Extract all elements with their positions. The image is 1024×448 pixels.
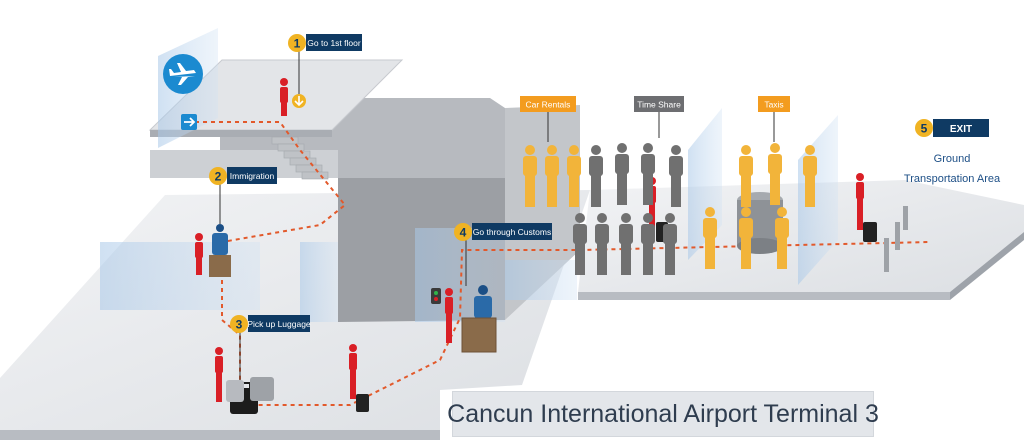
crowd-person [523,145,537,207]
crowd-person [619,213,633,275]
bollards [884,206,908,272]
immigration-officer [209,224,231,277]
crowd-person [641,213,655,275]
crowd-person [573,213,587,275]
step-4-text: Go through Customs [473,227,551,237]
traveler-1st-floor [280,78,288,116]
crowd-person [595,213,609,275]
car-rentals-text: Car Rentals [526,100,571,110]
crowd-person [669,145,683,207]
taxis-text: Taxis [764,100,783,110]
ground-transport-line2: Transportation Area [904,173,1001,185]
traveler-immigration [195,233,203,275]
step-5-number: 5 [921,122,928,136]
map-title: Cancun International Airport Terminal 3 [447,391,879,437]
traveler-customs [445,288,453,343]
step-1-number: 1 [294,37,301,51]
crowd-person [739,145,753,207]
customs-traffic-light-icon [431,288,441,304]
step-2-number: 2 [215,170,222,184]
crowd-person [641,143,655,205]
step-5-text: EXIT [950,124,972,135]
step-5-label: 5 EXIT [915,119,989,137]
crowd-person [775,207,789,269]
crowd-person [739,207,753,269]
traveler-exit [856,173,877,242]
arrival-hall-edge [578,292,950,300]
airplane-icon [163,54,203,94]
crowd-person [615,143,629,205]
ground-floor-edge [0,430,440,440]
ground-transport-line1: Ground [934,153,971,165]
crowd-person [567,145,581,207]
step-3-label: 3 Pick up Luggage [230,315,311,333]
step-1-label: 1 Go to 1st floor [288,34,362,52]
step-3-number: 3 [236,318,243,332]
crowd [523,143,817,275]
arrow-down-icon [292,94,306,108]
car-rentals-label: Car Rentals [520,96,576,112]
taxis-label: Taxis [758,96,790,112]
staircase [271,136,329,180]
time-share-text: Time Share [637,100,681,110]
crowd-person [768,143,782,205]
crowd-person [545,145,559,207]
step-4-label: 4 Go through Customs [454,223,552,241]
arrival-hall-side [950,232,1024,300]
crowd-person [589,145,603,207]
arrow-right-icon [181,114,197,130]
time-share-label: Time Share [634,96,684,112]
traveler-luggage [215,347,223,402]
route-path [195,121,931,406]
step-4-number: 4 [460,226,467,240]
crowd-person [803,145,817,207]
step-2-label: 2 Immigration [209,167,277,185]
crowd-person [703,207,717,269]
customs-officer [461,285,497,353]
step-2-text: Immigration [230,171,275,181]
glass-walls [100,28,838,322]
step-1-text: Go to 1st floor [307,38,361,48]
label-pointers [219,50,775,380]
traveler-walking [349,344,369,412]
step-3-text: Pick up Luggage [247,319,311,329]
crowd-person [663,213,677,275]
luggage [226,377,274,414]
